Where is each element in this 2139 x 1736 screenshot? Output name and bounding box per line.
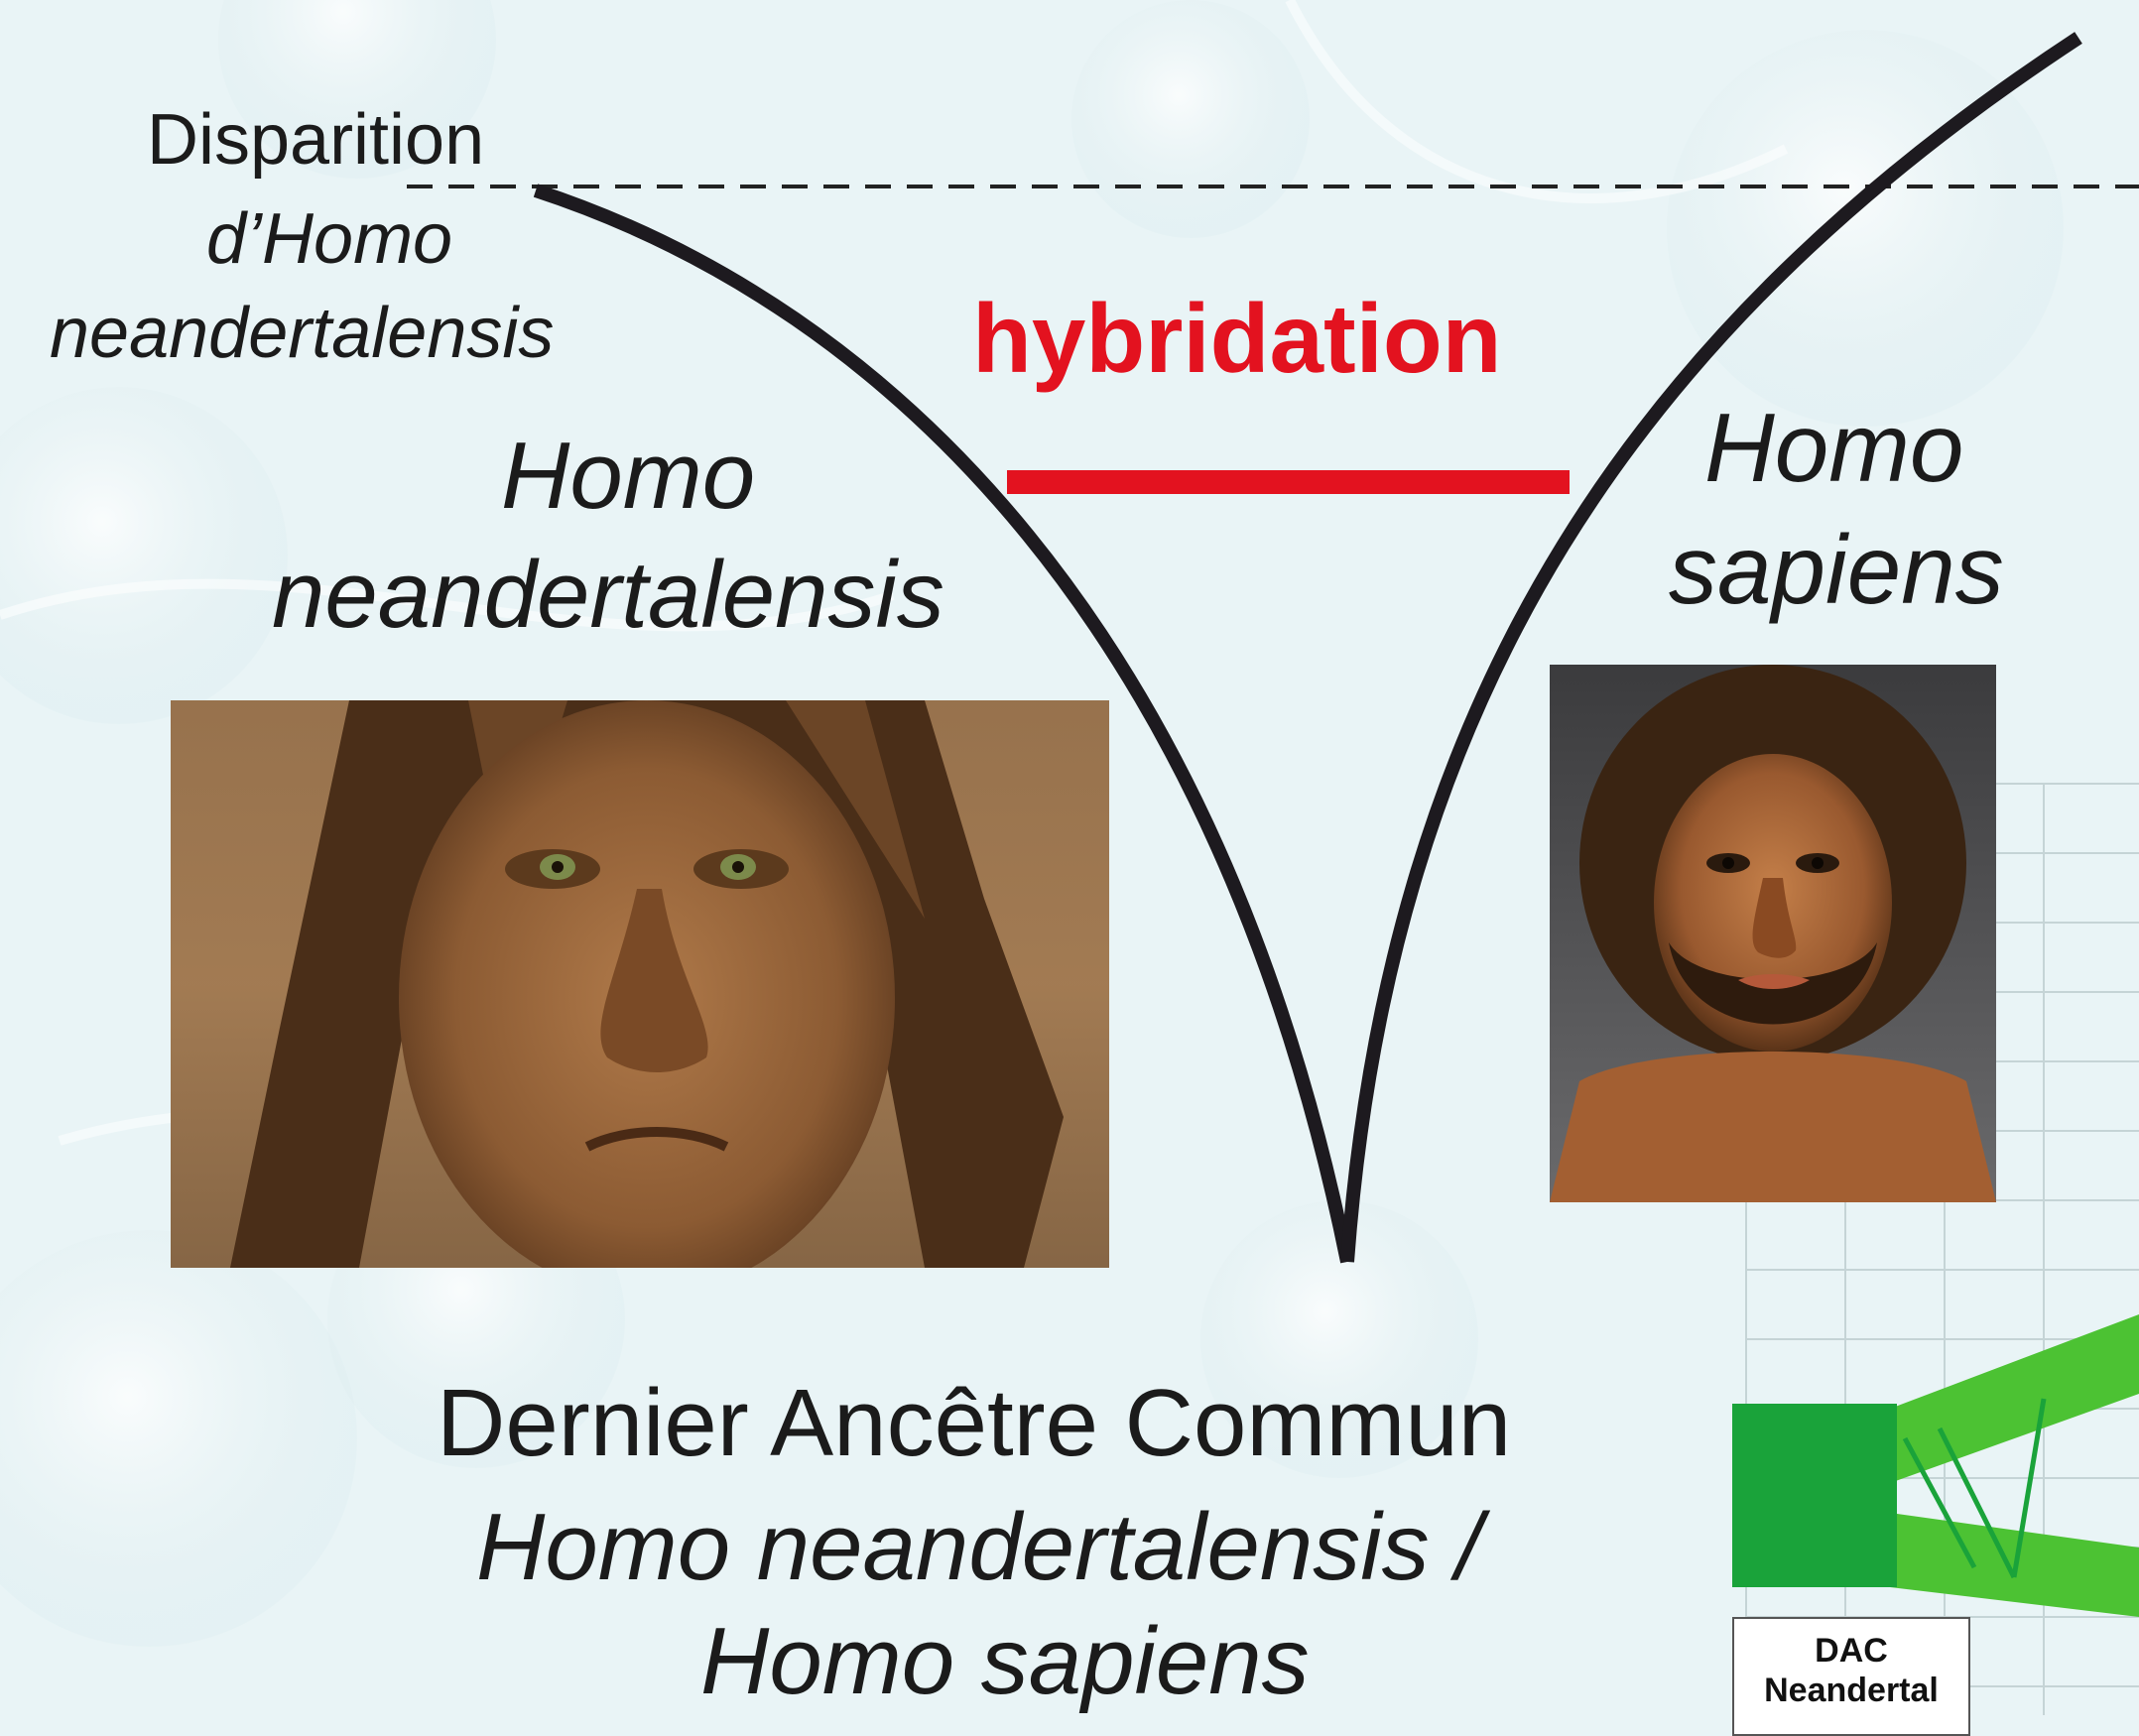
neanderthal-label-line1: Homo bbox=[501, 422, 755, 531]
legend-box: DAC Neandertal bbox=[1732, 1617, 1970, 1736]
sapiens-label-line2: sapiens bbox=[1669, 514, 2004, 626]
sapiens-portrait bbox=[1550, 665, 1996, 1202]
sapiens-label-line1: Homo bbox=[1704, 392, 1963, 504]
disappearance-label-line1: Disparition bbox=[147, 99, 484, 181]
legend-box-line2: Neandertal bbox=[1734, 1671, 1968, 1710]
legend-green-square bbox=[1732, 1404, 1897, 1587]
neanderthal-portrait bbox=[171, 700, 1109, 1268]
disappearance-label-line2: d’Homo bbox=[206, 198, 452, 280]
common-ancestor-label-line2: Homo neandertalensis / bbox=[476, 1493, 1482, 1602]
common-ancestor-label-line3: Homo sapiens bbox=[700, 1607, 1310, 1716]
legend-box-line1: DAC bbox=[1734, 1631, 1968, 1671]
mini-lineage-diagram bbox=[1732, 1314, 2139, 1617]
hybridation-label: hybridation bbox=[972, 283, 1502, 395]
common-ancestor-label-line1: Dernier Ancêtre Commun bbox=[437, 1369, 1511, 1478]
disappearance-label-line3: neandertalensis bbox=[50, 293, 554, 374]
neanderthal-label-line2: neandertalensis bbox=[272, 541, 944, 650]
